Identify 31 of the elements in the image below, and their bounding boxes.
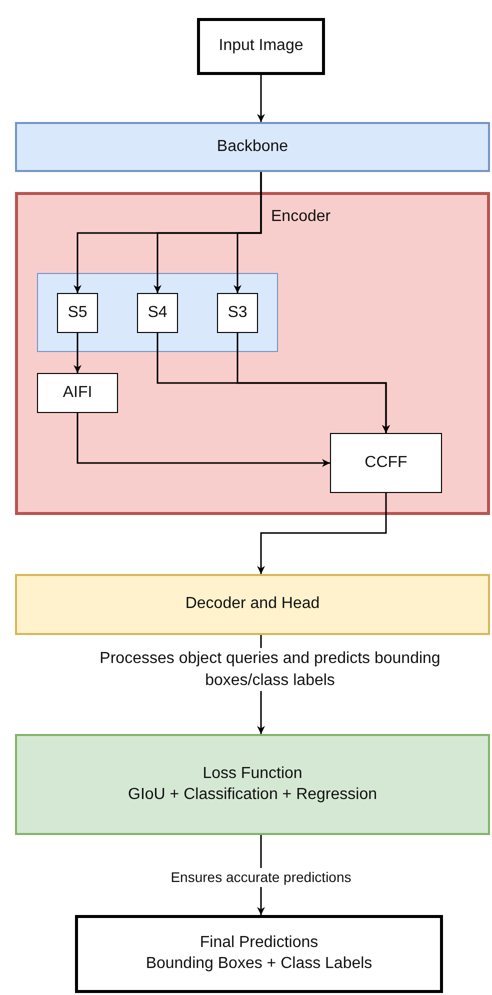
process-box <box>75 915 443 993</box>
arrow <box>74 333 82 373</box>
arrow <box>257 75 265 122</box>
process-box <box>197 18 325 75</box>
node-title: Final Predictions <box>200 933 318 954</box>
node-title: Input Image <box>218 36 304 56</box>
stage-band <box>15 122 490 172</box>
process-box <box>37 373 118 413</box>
stage-band <box>15 574 490 635</box>
feature-box <box>57 293 98 333</box>
node-title: S4 <box>148 302 168 323</box>
node-title: AIFI <box>62 382 92 403</box>
node-title: Backbone <box>216 136 288 157</box>
node-subtitle: Bounding Boxes + Class Labels <box>146 954 372 974</box>
node-title: Encoder <box>271 207 331 227</box>
feature-box <box>137 293 178 333</box>
node-subtitle: GIoU + Classification + Regression <box>128 784 377 804</box>
node-title: Loss Function <box>202 764 302 784</box>
arrow <box>76 413 330 467</box>
feature-box <box>217 293 258 333</box>
node-title: CCFF <box>364 452 408 473</box>
node-title: S3 <box>228 302 248 323</box>
node-title: Decoder and Head <box>185 594 320 614</box>
arrow <box>257 493 387 574</box>
encoder-container <box>15 192 490 515</box>
feature-group-box <box>37 273 278 352</box>
stage-band <box>15 734 490 835</box>
process-box <box>330 433 442 493</box>
arrow <box>236 333 390 433</box>
arrow <box>234 172 262 293</box>
node-title: S5 <box>68 302 88 323</box>
